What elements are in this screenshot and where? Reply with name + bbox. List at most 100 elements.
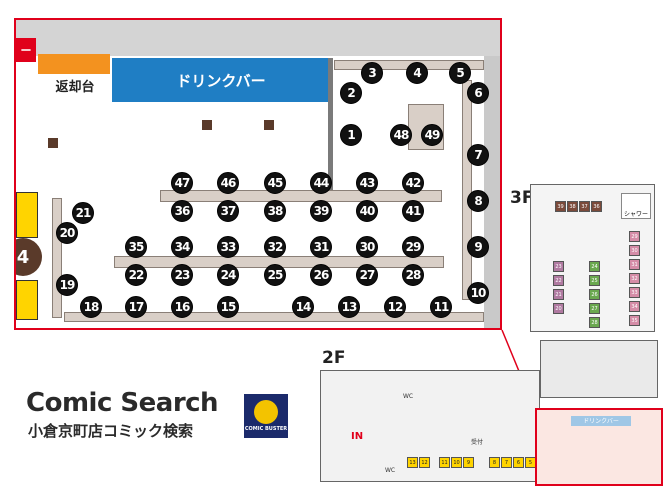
f3-seat-26: 26 xyxy=(589,289,600,300)
seat-25[interactable]: 25 xyxy=(264,264,286,286)
floor2-drink-bar-mini: ドリンクバー xyxy=(571,416,631,426)
floor2-label: 2F xyxy=(322,348,346,368)
f3-seat-33: 33 xyxy=(629,287,640,298)
floor3-map: 39 38 37 36 シャワー 23 22 21 20 24 25 26 27… xyxy=(530,184,655,332)
f3-seat-25: 25 xyxy=(589,275,600,286)
seat-13[interactable]: 13 xyxy=(338,296,360,318)
seat-38[interactable]: 38 xyxy=(264,200,286,222)
floor3-shower: シャワー xyxy=(621,193,651,219)
seat-22[interactable]: 22 xyxy=(125,264,147,286)
bottom-desk-strip xyxy=(64,312,484,322)
seat-39[interactable]: 39 xyxy=(310,200,332,222)
floor2-counter: 受付 xyxy=(471,439,484,446)
f3-seat-34: 34 xyxy=(629,301,640,312)
seat-49[interactable]: 49 xyxy=(421,124,443,146)
left-edge-sign: ー xyxy=(16,38,36,62)
f3-seat-21: 21 xyxy=(553,289,564,300)
pillar xyxy=(48,138,58,148)
logo-emblem-icon xyxy=(254,400,278,424)
seat-37[interactable]: 37 xyxy=(217,200,239,222)
seat-18[interactable]: 18 xyxy=(80,296,102,318)
seat-27[interactable]: 27 xyxy=(356,264,378,286)
f2-seat-8: 8 xyxy=(489,457,500,468)
f2-seat-12: 12 xyxy=(419,457,430,468)
seat-15[interactable]: 15 xyxy=(217,296,239,318)
seat-3[interactable]: 3 xyxy=(361,62,383,84)
seat-16[interactable]: 16 xyxy=(171,296,193,318)
floor2-wc-bottom: WC xyxy=(385,467,396,474)
seat-8[interactable]: 8 xyxy=(467,190,489,212)
brand-subtitle: 小倉京町店コミック検索 xyxy=(28,422,194,440)
pillar xyxy=(202,120,212,130)
seat-32[interactable]: 32 xyxy=(264,236,286,258)
seat-42[interactable]: 42 xyxy=(402,172,424,194)
return-counter-label: 返却台 xyxy=(55,80,95,95)
f3-seat-39: 39 xyxy=(555,201,566,212)
seat-45[interactable]: 45 xyxy=(264,172,286,194)
seat-35[interactable]: 35 xyxy=(125,236,147,258)
f3-seat-24: 24 xyxy=(589,261,600,272)
seat-19[interactable]: 19 xyxy=(56,274,78,296)
seat-10[interactable]: 10 xyxy=(467,282,489,304)
return-counter-block xyxy=(38,54,110,74)
f2-seat-10: 10 xyxy=(451,457,462,468)
floor2-wc-top: WC xyxy=(403,393,414,400)
seat-12[interactable]: 12 xyxy=(384,296,406,318)
seat-26[interactable]: 26 xyxy=(310,264,332,286)
seat-41[interactable]: 41 xyxy=(402,200,424,222)
seat-2[interactable]: 2 xyxy=(340,82,362,104)
seat-28[interactable]: 28 xyxy=(402,264,424,286)
f3-seat-20: 20 xyxy=(553,303,564,314)
drink-bar-wall xyxy=(328,58,333,198)
seat-9[interactable]: 9 xyxy=(467,236,489,258)
seat-6[interactable]: 6 xyxy=(467,82,489,104)
f3-seat-29: 29 xyxy=(629,231,640,242)
seat-34[interactable]: 34 xyxy=(171,236,193,258)
seat-17[interactable]: 17 xyxy=(125,296,147,318)
f2-seat-6: 6 xyxy=(513,457,524,468)
f3-seat-22: 22 xyxy=(553,275,564,286)
seat-5[interactable]: 5 xyxy=(449,62,471,84)
seat-46[interactable]: 46 xyxy=(217,172,239,194)
seat-44[interactable]: 44 xyxy=(310,172,332,194)
f3-seat-38: 38 xyxy=(567,201,578,212)
seat-40[interactable]: 40 xyxy=(356,200,378,222)
seat-11[interactable]: 11 xyxy=(430,296,452,318)
brand-logo-text: COMIC BUSTER xyxy=(244,426,288,432)
f2-seat-11: 11 xyxy=(439,457,450,468)
seat-20[interactable]: 20 xyxy=(56,222,78,244)
seat-30[interactable]: 30 xyxy=(356,236,378,258)
seat-47[interactable]: 47 xyxy=(171,172,193,194)
seat-1[interactable]: 1 xyxy=(340,124,362,146)
seat-33[interactable]: 33 xyxy=(217,236,239,258)
brand-logo: COMIC BUSTER xyxy=(244,394,288,438)
seat-14[interactable]: 14 xyxy=(292,296,314,318)
left-desk-strip xyxy=(52,198,62,318)
seat-23[interactable]: 23 xyxy=(171,264,193,286)
brand-title: Comic Search xyxy=(26,388,219,418)
seat-43[interactable]: 43 xyxy=(356,172,378,194)
right-wall xyxy=(484,56,500,328)
f2-seat-13: 13 xyxy=(407,457,418,468)
f3-seat-37: 37 xyxy=(579,201,590,212)
seat-48[interactable]: 48 xyxy=(390,124,412,146)
f3-seat-32: 32 xyxy=(629,273,640,284)
f3-seat-28: 28 xyxy=(589,317,600,328)
f3-seat-31: 31 xyxy=(629,259,640,270)
seat-21[interactable]: 21 xyxy=(72,202,94,224)
seat-7[interactable]: 7 xyxy=(467,144,489,166)
f2-seat-9: 9 xyxy=(463,457,474,468)
enlarged-floor-map: ー 返却台 ドリンクバー 4 3 4 5 2 6 1 7 8 9 10 48 4… xyxy=(14,18,502,330)
pillar xyxy=(264,120,274,130)
f2-seat-7: 7 xyxy=(501,457,512,468)
seat-31[interactable]: 31 xyxy=(310,236,332,258)
seat-29[interactable]: 29 xyxy=(402,236,424,258)
seat-4[interactable]: 4 xyxy=(406,62,428,84)
left-booth-top xyxy=(16,192,38,238)
seat-24[interactable]: 24 xyxy=(217,264,239,286)
floor3-top-seats: 39 38 37 36 xyxy=(545,193,609,215)
floor2-map: IN WC WC 受付 13 12 11 10 9 8 7 6 5 xyxy=(320,370,540,482)
f3-seat-23: 23 xyxy=(553,261,564,272)
seat-36[interactable]: 36 xyxy=(171,200,193,222)
top-wall xyxy=(16,20,500,56)
